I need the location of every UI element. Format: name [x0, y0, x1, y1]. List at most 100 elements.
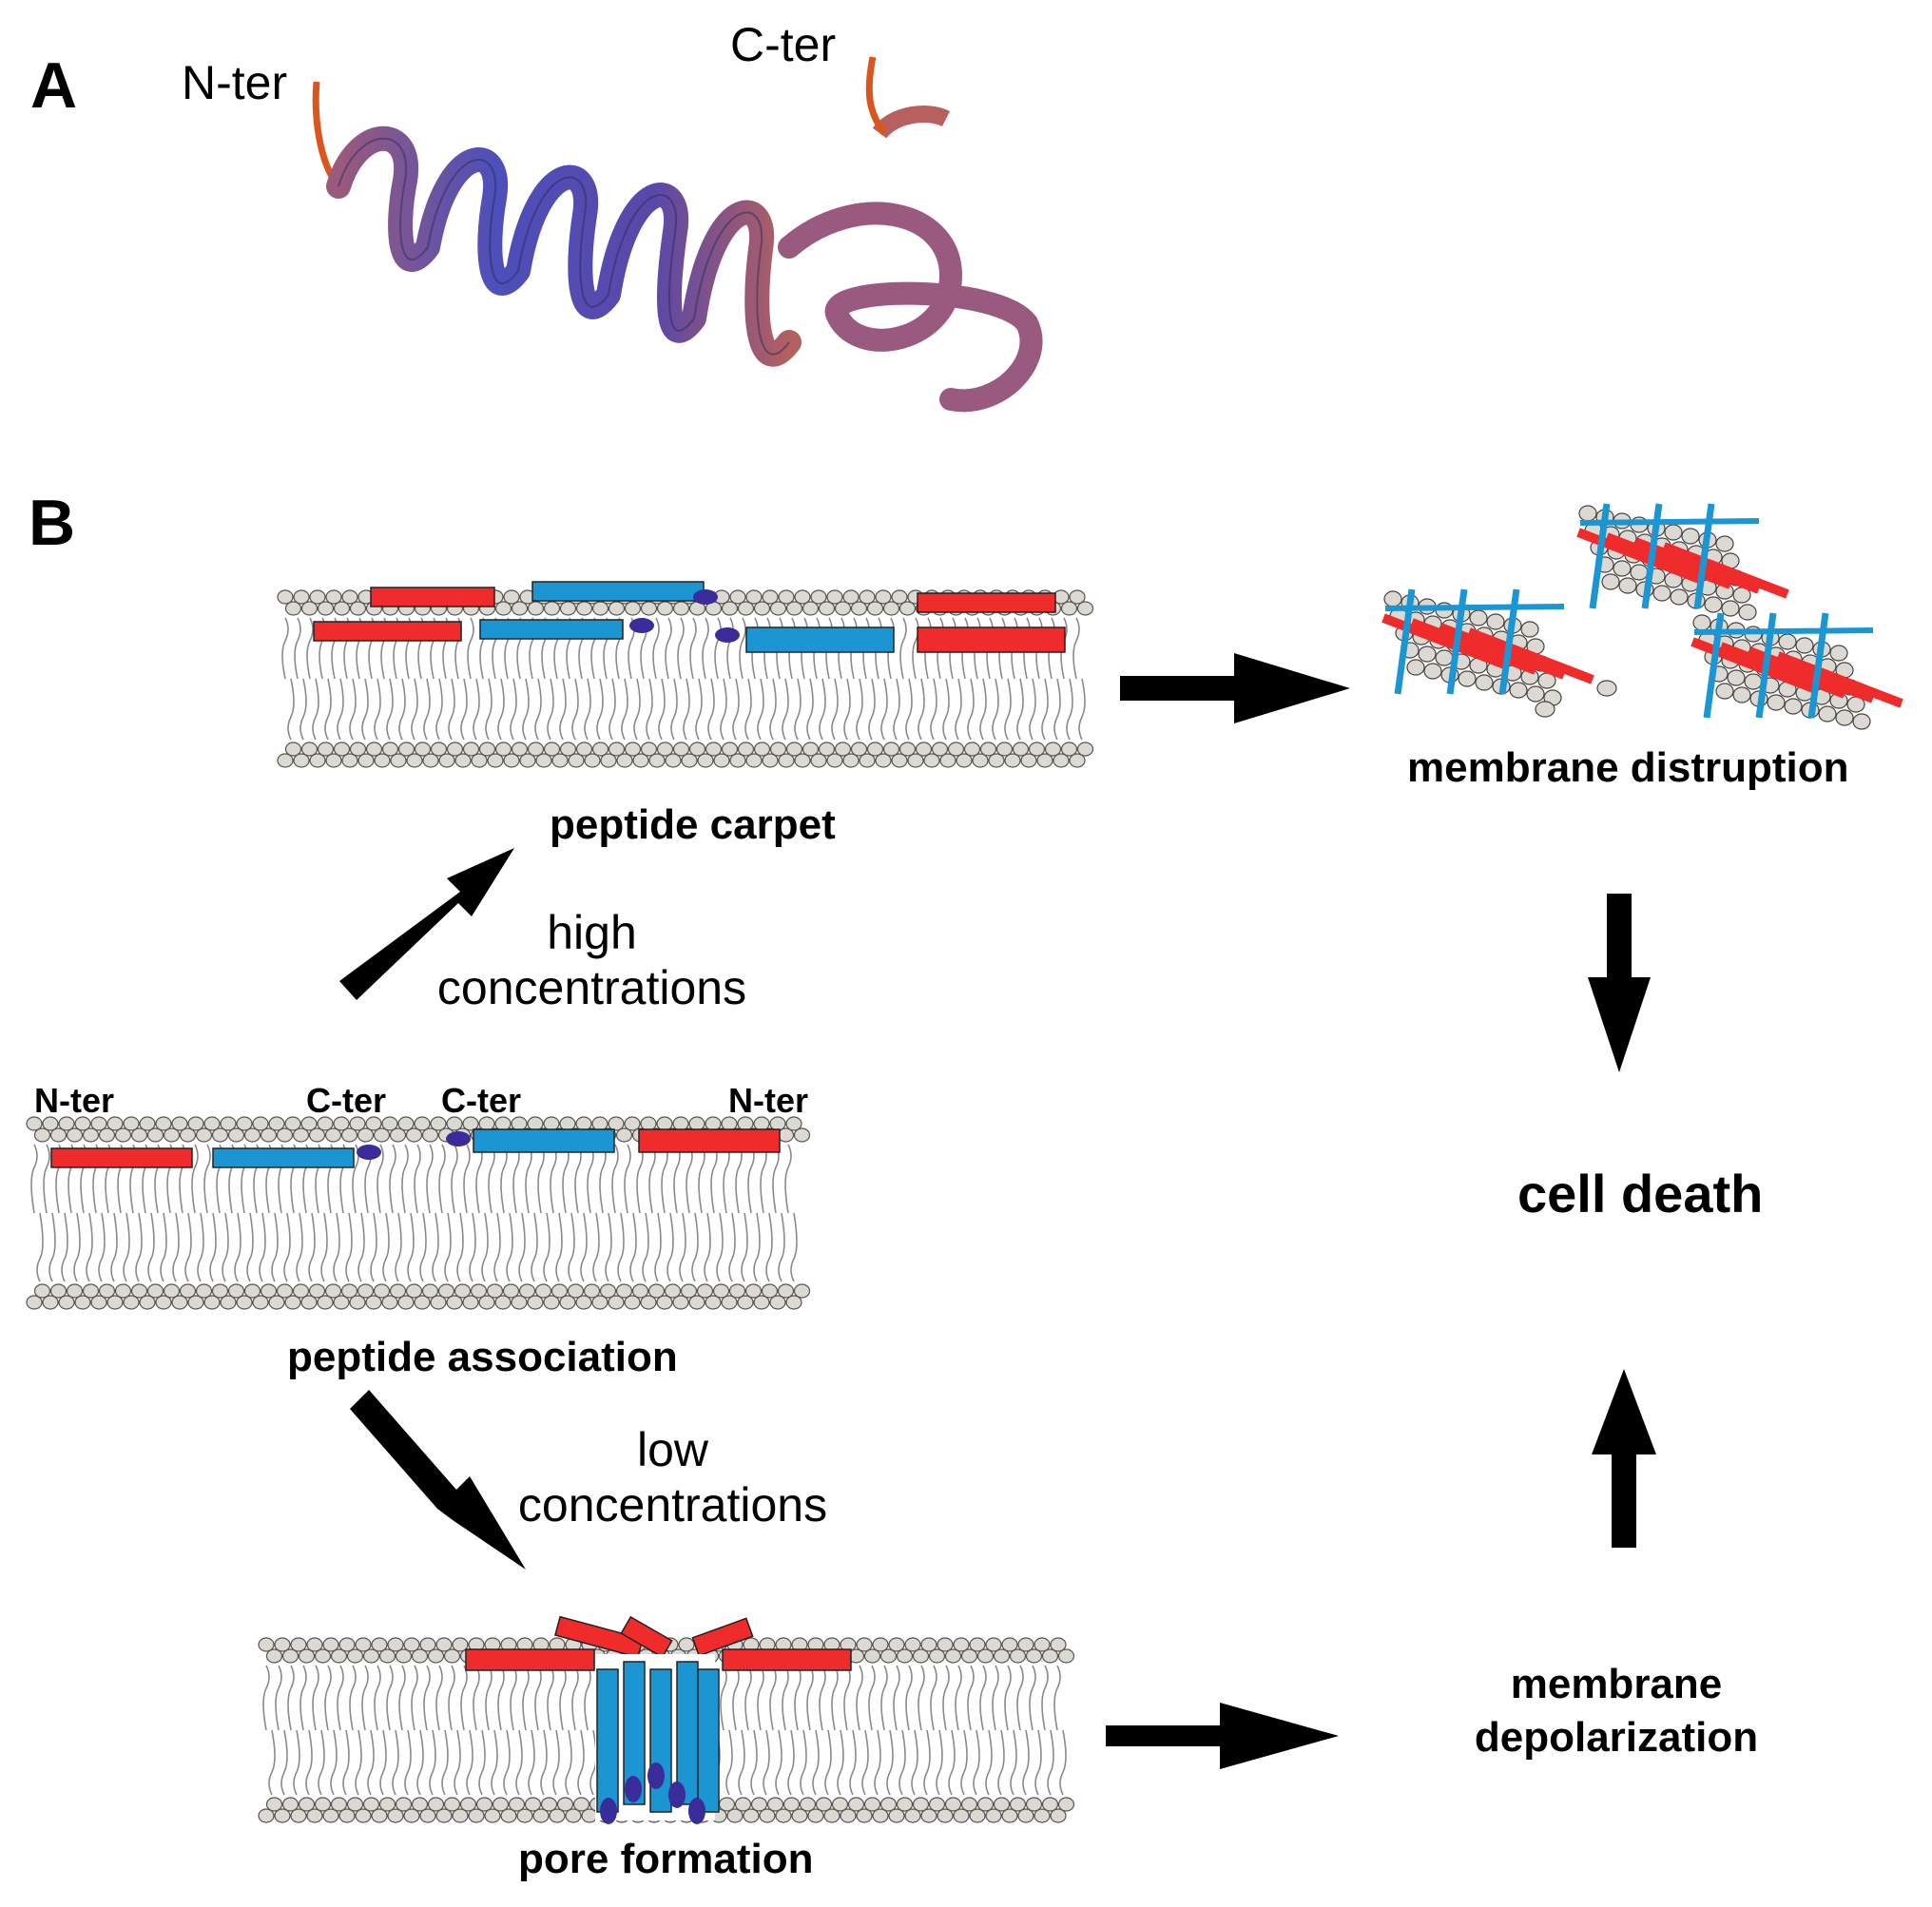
- lipid-head: [745, 753, 763, 768]
- fragment-lipid-head: [1418, 645, 1437, 663]
- lipid-head: [403, 1808, 420, 1823]
- low-label-line2: concentrations: [517, 1478, 828, 1531]
- lipid-head: [810, 753, 827, 768]
- association-left-n-ter: N-ter: [34, 1081, 115, 1120]
- lipid-head: [284, 601, 302, 616]
- lipid-head: [378, 1648, 396, 1664]
- lipid-head: [236, 1295, 253, 1310]
- lipid-tail: [782, 678, 789, 741]
- lipid-head: [1060, 601, 1078, 616]
- pore-peptide-red-tilted: [691, 1617, 754, 1657]
- lipid-tail: [534, 678, 542, 741]
- lipid-tail: [222, 1212, 229, 1282]
- lipid-head: [333, 742, 351, 757]
- lipid-head: [608, 1116, 625, 1131]
- association-peptide-blue: [212, 1147, 355, 1168]
- lipid-head: [98, 1283, 116, 1299]
- lipid-head: [656, 1295, 673, 1310]
- lipid-tail: [979, 678, 987, 741]
- lipid-head: [357, 753, 375, 768]
- lipid-tail: [775, 1729, 782, 1796]
- lipid-head: [726, 1808, 744, 1823]
- lipid-head: [49, 1127, 68, 1143]
- lipid-head: [1050, 1637, 1067, 1652]
- fragment-lipid-head: [1618, 577, 1637, 594]
- lipid-tail: [1053, 678, 1061, 741]
- lipid-head: [395, 1797, 413, 1812]
- lipid-tail: [488, 1144, 495, 1214]
- lipid-tail: [330, 1729, 338, 1796]
- lipid-head: [960, 1648, 978, 1664]
- fragment-lipid-head: [1406, 659, 1425, 676]
- lipid-head: [306, 1808, 323, 1823]
- lipid-tail: [720, 1665, 727, 1731]
- lipid-head: [777, 1283, 795, 1299]
- lipid-head: [179, 1127, 197, 1143]
- lipid-head: [898, 742, 917, 757]
- lipid-tail: [942, 1665, 950, 1731]
- lipid-head: [317, 742, 335, 757]
- lipid-head: [785, 601, 803, 616]
- lipid-tail: [584, 1665, 591, 1731]
- lipid-head: [462, 742, 480, 757]
- lipid-head: [960, 1797, 978, 1812]
- lipid-head: [1060, 742, 1078, 757]
- lipid-tail: [812, 1729, 820, 1796]
- lipid-head: [33, 1283, 51, 1299]
- lipid-tail: [531, 1212, 538, 1282]
- lipid-head: [516, 1808, 533, 1823]
- lipid-head: [374, 753, 391, 768]
- lipid-head: [333, 601, 351, 616]
- lipid-tail: [98, 1212, 106, 1282]
- carpet-peptide-blue: [745, 626, 895, 653]
- lipid-head: [834, 742, 852, 757]
- lipid-tail: [294, 617, 301, 680]
- lipid-tail: [423, 678, 431, 741]
- lipid-head: [435, 1808, 453, 1823]
- lipid-tail: [36, 1212, 44, 1282]
- lipid-head: [346, 1648, 364, 1664]
- lipid-tail: [448, 678, 455, 741]
- lipid-head: [826, 753, 843, 768]
- fragment-lipid-head: [1784, 698, 1803, 715]
- lipid-tail: [571, 1665, 579, 1731]
- lipid-head: [729, 589, 746, 605]
- lipid-head: [872, 1637, 889, 1652]
- lipid-tail: [621, 678, 628, 741]
- lipid-tail: [689, 617, 697, 680]
- lipid-head: [281, 1797, 299, 1812]
- lipid-head: [866, 601, 884, 616]
- lipid-head: [875, 753, 892, 768]
- fragment-peptide-red: [1467, 627, 1594, 684]
- lipid-tail: [723, 1144, 730, 1214]
- lipid-head: [681, 753, 698, 768]
- lipid-head: [524, 1797, 542, 1812]
- lipid-head: [220, 1295, 237, 1310]
- lipid-head: [791, 1808, 808, 1823]
- lipid-tail: [506, 1212, 513, 1282]
- lipid-head: [680, 1283, 698, 1299]
- lipid-tail: [456, 1212, 464, 1282]
- fragment-peptide-red: [1776, 651, 1903, 708]
- lipid-tail: [893, 1665, 900, 1731]
- lipid-head: [430, 1295, 447, 1310]
- lipid-tail: [714, 617, 722, 680]
- lipid-head: [427, 1797, 445, 1812]
- fragment-lipid-head: [1795, 637, 1814, 654]
- lipid-head: [454, 1283, 472, 1299]
- arrow-association-to-pore: [350, 1390, 526, 1570]
- lipid-tail: [652, 617, 660, 680]
- lipid-head: [556, 1797, 574, 1812]
- lipid-tail: [123, 1212, 130, 1282]
- lipid-head: [712, 1283, 730, 1299]
- lipid-tail: [1016, 1665, 1024, 1731]
- pore-peptide-red-tilted: [620, 1615, 673, 1659]
- lipid-head: [762, 753, 779, 768]
- lipid-head: [823, 1808, 840, 1823]
- lipid-tail: [460, 678, 468, 741]
- lipid-head: [1057, 1797, 1075, 1812]
- membrane-depolarization-label: membrane depolarization: [1417, 1664, 1816, 1759]
- lipid-head: [559, 1295, 576, 1310]
- lipid-head: [745, 589, 763, 605]
- lipid-tail: [642, 1212, 649, 1282]
